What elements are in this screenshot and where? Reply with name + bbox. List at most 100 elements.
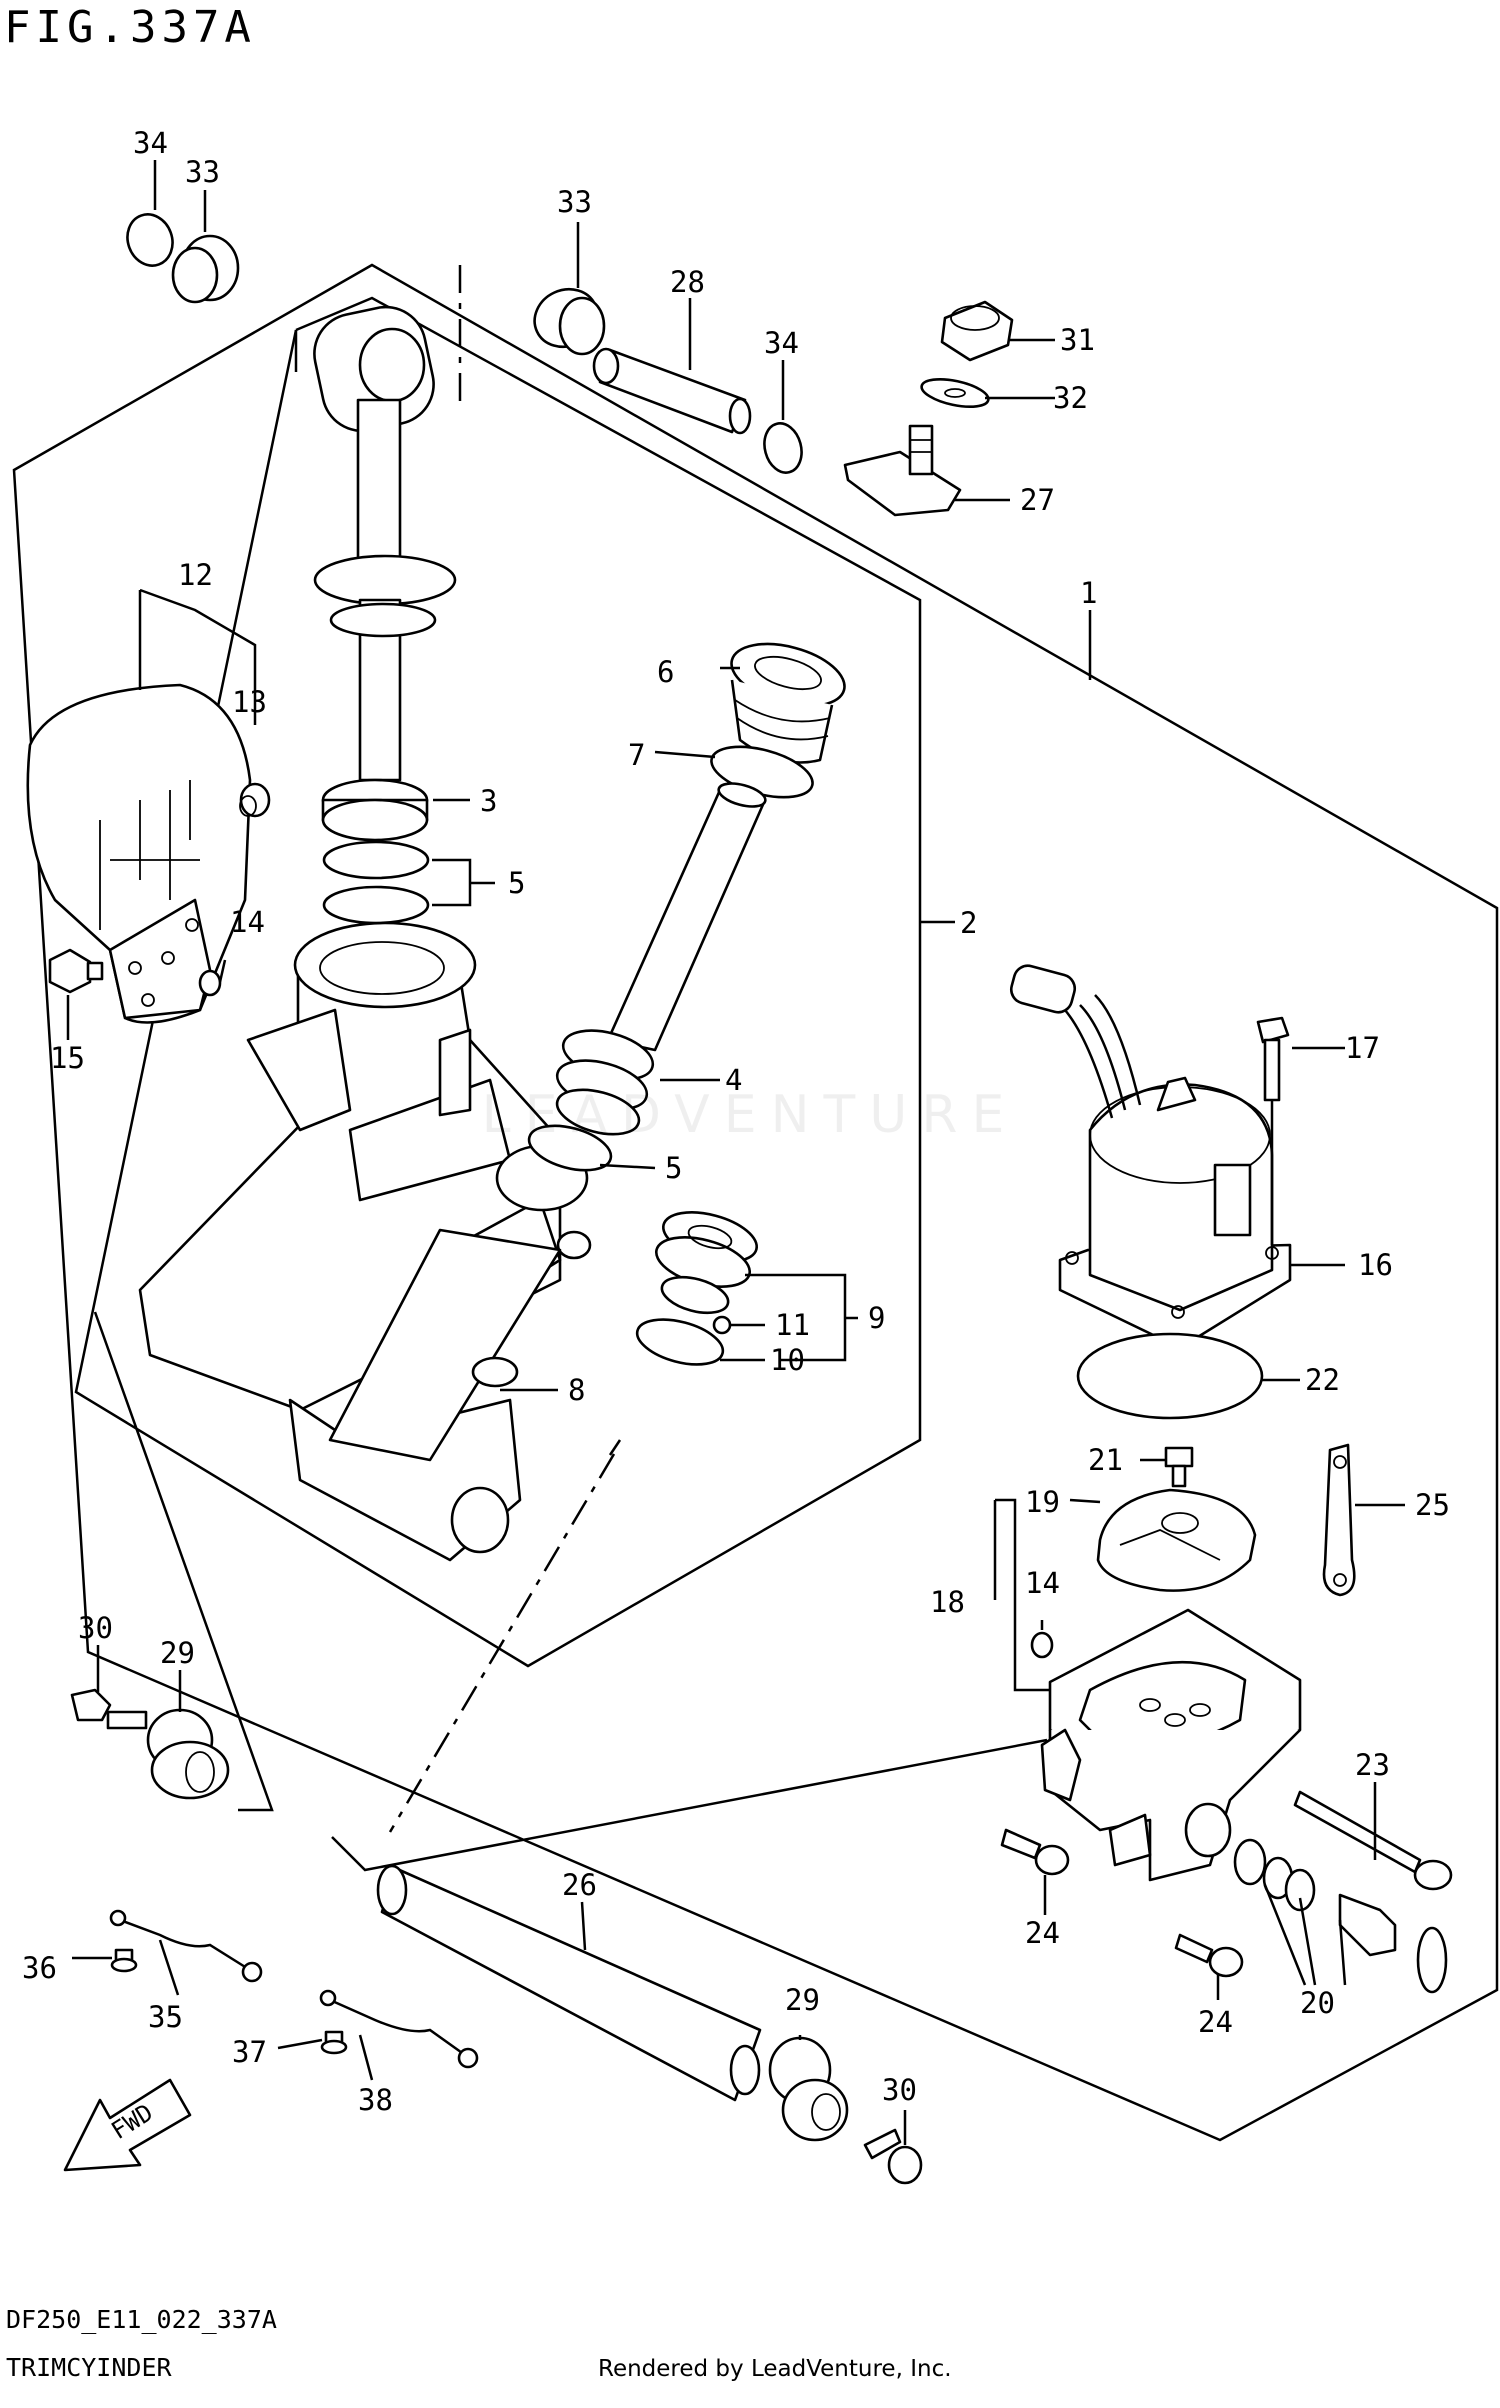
- callout-15: 15: [50, 1041, 85, 1075]
- callout-5: 5: [508, 866, 525, 900]
- bolt-30-right: [863, 2128, 923, 2185]
- callout-2: 2: [960, 906, 977, 940]
- callout-29: 29: [160, 1636, 195, 1670]
- callout-30: 30: [78, 1611, 113, 1645]
- callout-33: 33: [185, 155, 220, 189]
- callout-31: 31: [1060, 323, 1095, 357]
- callout-4: 4: [725, 1063, 742, 1097]
- cover-12: [26, 683, 252, 1024]
- nut-31: [940, 300, 1014, 362]
- callout-3: 3: [480, 784, 497, 818]
- callout-14: 14: [230, 905, 265, 939]
- oring-5-upper: [322, 840, 430, 880]
- plug-6: [730, 642, 846, 764]
- bushing-33-left: [171, 234, 240, 304]
- valve-27: [843, 424, 962, 517]
- callout-32: 32: [1053, 381, 1088, 415]
- oring-5-mid: [527, 1124, 613, 1172]
- callouts: 34 33 33 28 34 31 32 27 1 12 13 6 7 3 5 …: [22, 126, 1450, 2117]
- plug-13: [239, 782, 271, 818]
- oring-14-left: [198, 969, 222, 997]
- callout-28: 28: [670, 265, 705, 299]
- bracket-25: [1322, 1443, 1356, 1597]
- circlip-34-left: [126, 213, 174, 267]
- fwd-arrow-icon: FWD: [63, 2078, 192, 2172]
- ground-lead-38: [319, 1989, 479, 2069]
- ground-lead-35: [109, 1909, 263, 1983]
- pin-26: [376, 1864, 762, 2102]
- bushing-29-left: [146, 1708, 230, 1800]
- callout-25: 25: [1415, 1488, 1450, 1522]
- oring-5-lower: [322, 885, 430, 925]
- callout-10: 10: [770, 1343, 805, 1377]
- gland-3: [321, 778, 429, 842]
- callout-1: 1: [1080, 576, 1097, 610]
- assembly-2-outline: [74, 296, 922, 1668]
- callout-18: 18: [930, 1585, 965, 1619]
- tube-4: [555, 782, 767, 1136]
- assembly-1-outline: [12, 263, 1499, 2142]
- callout-37: 37: [232, 2035, 267, 2069]
- callout-24: 24: [1198, 2005, 1233, 2039]
- screw-37: [320, 2030, 348, 2055]
- callout-36: 36: [22, 1951, 57, 1985]
- pin-28: [592, 347, 752, 435]
- callout-20: 20: [1300, 1986, 1335, 2020]
- callout-22: 22: [1305, 1363, 1340, 1397]
- callout-34: 34: [133, 126, 168, 160]
- leader-lines: [66, 160, 1405, 2145]
- callout-14: 14: [1025, 1566, 1060, 1600]
- callout-26: 26: [562, 1868, 597, 1902]
- callout-6: 6: [657, 655, 674, 689]
- callout-16: 16: [1358, 1248, 1393, 1282]
- callout-9: 9: [868, 1301, 885, 1335]
- bushing-33-right: [533, 287, 606, 356]
- callout-24: 24: [1025, 1916, 1060, 1950]
- callout-35: 35: [148, 2000, 183, 2034]
- screw-36: [110, 1948, 138, 1973]
- callout-17: 17: [1345, 1031, 1380, 1065]
- callout-12: 12: [178, 558, 213, 592]
- callout-27: 27: [1020, 483, 1055, 517]
- diagram-name: TRIMCYINDER: [6, 2353, 172, 2382]
- bolt-24-lower: [1174, 1933, 1244, 1978]
- accumulator-8: [328, 1228, 562, 1462]
- valve-set-20: [1233, 1838, 1448, 1994]
- pump-housing-18: [1040, 1608, 1302, 1882]
- cylinder-body: [138, 921, 592, 1562]
- callout-11: 11: [775, 1308, 810, 1342]
- callout-29: 29: [785, 1983, 820, 2017]
- screw-17: [1256, 1016, 1290, 1245]
- washer-32: [920, 377, 990, 409]
- bolt-30-left: [70, 1688, 148, 1730]
- callout-30: 30: [882, 2073, 917, 2107]
- bushing-29-right: [768, 2036, 849, 2142]
- oring-10: [635, 1318, 725, 1366]
- motor-16: [1009, 964, 1292, 1350]
- pump-gear-19: [1096, 1488, 1257, 1592]
- bolt-24-upper: [1000, 1828, 1070, 1876]
- oring-14-right: [1030, 1631, 1054, 1659]
- circlip-34-right: [763, 422, 803, 474]
- oring-22: [1076, 1332, 1264, 1420]
- valve-set-9: [654, 1211, 759, 1335]
- piston-rod: [313, 305, 457, 782]
- callout-23: 23: [1355, 1748, 1390, 1782]
- callout-5: 5: [665, 1151, 682, 1185]
- callout-7: 7: [628, 738, 645, 772]
- bolt-23: [1293, 1790, 1453, 1891]
- callout-34: 34: [764, 326, 799, 360]
- bolt-15: [48, 948, 104, 994]
- diagram-code: DF250_E11_022_337A: [6, 2305, 277, 2334]
- figure-title: FIG.337A: [4, 2, 256, 53]
- callout-33: 33: [557, 185, 592, 219]
- callout-13: 13: [232, 685, 267, 719]
- callout-38: 38: [358, 2083, 393, 2117]
- callout-8: 8: [568, 1373, 585, 1407]
- callout-19: 19: [1025, 1485, 1060, 1519]
- coupling-21: [1164, 1446, 1194, 1488]
- credit-text: Rendered by LeadVenture, Inc.: [598, 2356, 952, 2382]
- watermark: LEADVENTURE: [481, 1085, 1019, 1145]
- callout-21: 21: [1088, 1443, 1123, 1477]
